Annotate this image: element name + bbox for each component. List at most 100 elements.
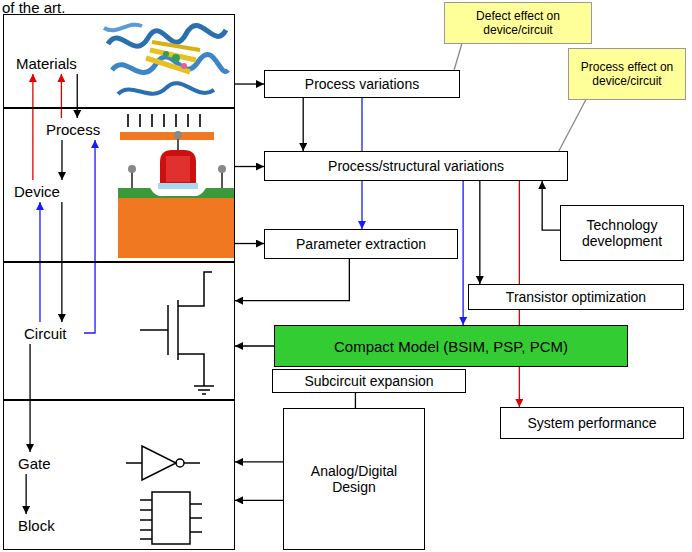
transistor-cross-section	[166, 156, 190, 182]
flow-arrow	[303, 98, 304, 151]
node-text: Analog/Digital Design	[289, 463, 419, 495]
mosfet-symbol	[140, 329, 168, 331]
node-text: Transistor optimization	[506, 289, 646, 305]
inverter-symbol	[126, 462, 142, 464]
protein-illustration	[146, 58, 190, 72]
heading-fragment: of the art.	[2, 0, 65, 16]
node-text: Technology development	[566, 217, 678, 249]
mosfet-symbol	[202, 393, 206, 395]
logic-block-symbol	[152, 492, 190, 544]
mosfet-symbol	[140, 272, 214, 394]
process-illustration	[139, 114, 141, 127]
transistor-cross-section	[160, 150, 196, 183]
transistor-cross-section	[221, 172, 223, 188]
node-text: Circuit	[24, 325, 67, 342]
flow-arrow	[29, 344, 30, 452]
node-text: Process effect on device/circuit	[574, 60, 680, 89]
level-label: Process	[44, 118, 102, 140]
level-label: Gate	[16, 452, 62, 474]
flow-arrow	[77, 74, 78, 118]
flow-arrow	[462, 181, 463, 325]
flow-arrow	[32, 74, 33, 180]
circuit-panel: Circuit	[3, 262, 235, 400]
flow-arrow	[84, 140, 95, 333]
logic-block-symbol	[190, 531, 202, 533]
node-text: Gate	[18, 455, 51, 472]
transistor-cross-section	[218, 165, 226, 173]
protein-illustration	[172, 54, 180, 62]
inverter-symbol	[142, 446, 176, 480]
process-illustration	[199, 114, 201, 127]
protein-illustration	[163, 51, 169, 57]
node-text: Parameter extraction	[296, 236, 426, 252]
inverter-symbol	[176, 459, 184, 467]
transistor-cross-section	[177, 138, 179, 150]
flow-arrow	[355, 393, 356, 408]
process-box: Subcircuit expansion	[272, 369, 466, 393]
flow-arrow	[542, 181, 560, 230]
mosfet-symbol	[194, 385, 214, 387]
node-text: Defect effect on device/circuit	[450, 9, 586, 38]
process-illustration	[151, 114, 153, 127]
callout-pointer	[559, 100, 586, 151]
level-label: Materials	[14, 52, 82, 74]
mosfet-symbol	[178, 354, 204, 386]
process-illustration	[120, 132, 214, 140]
protein-illustration	[181, 63, 187, 69]
logic-block-symbol	[190, 517, 202, 519]
protein-illustration	[118, 83, 214, 94]
transistor-cross-section	[118, 196, 234, 258]
process-illustration	[175, 114, 177, 127]
level-label: Device	[12, 180, 70, 202]
transistor-cross-section	[118, 131, 234, 258]
flow-arrow	[61, 140, 62, 180]
logic-block-symbol	[190, 503, 202, 505]
node-text: System performance	[527, 415, 656, 431]
flow-arrow	[25, 474, 26, 514]
materials-panel: Materials	[3, 14, 235, 108]
process-box: Transistor optimization	[468, 284, 684, 310]
callout-pointer	[454, 44, 462, 70]
process-box: Parameter extraction	[264, 229, 458, 259]
protein-illustration	[104, 25, 142, 31]
flow-arrow	[61, 74, 62, 118]
node-text: Device	[14, 183, 60, 200]
flow-arrow	[235, 345, 274, 346]
transistor-cross-section	[131, 172, 133, 188]
compact-model-box: Compact Model (BSIM, PSP, PCM)	[274, 325, 628, 367]
flow-arrow	[235, 243, 264, 244]
logic-block-symbol	[140, 519, 152, 521]
process-box: System performance	[500, 407, 684, 439]
mosfet-symbol	[198, 389, 210, 391]
transistor-cross-section	[174, 131, 182, 139]
flow-arrow	[479, 181, 480, 284]
process-box: Process/structural variations	[264, 151, 568, 181]
level-label: Circuit	[22, 322, 84, 344]
mosfet-symbol	[178, 272, 212, 306]
node-text: Process	[46, 121, 100, 138]
inverter-symbol	[126, 446, 200, 480]
process-box: Technology development	[560, 205, 684, 261]
mosfet-symbol	[177, 300, 179, 360]
design-box: Analog/Digital Design	[283, 408, 425, 550]
node-text: Subcircuit expansion	[304, 373, 433, 389]
transistor-cross-section	[158, 183, 198, 189]
process-illustration	[127, 114, 129, 127]
protein-illustration	[98, 17, 232, 106]
node-text: Compact Model (BSIM, PSP, PCM)	[334, 338, 568, 355]
process-box: Process variations	[264, 70, 460, 98]
logic-block-symbol	[140, 509, 152, 511]
gate-block-panel: GateBlock	[3, 400, 235, 550]
flow-arrow	[235, 500, 283, 501]
transistor-cross-section	[128, 165, 136, 173]
node-text: Block	[18, 517, 55, 534]
transistor-cross-section	[118, 188, 234, 198]
logic-block-symbol	[140, 538, 152, 540]
logic-block-symbol	[140, 499, 152, 501]
callout-box: Process effect on device/circuit	[568, 48, 686, 100]
process-illustration	[120, 114, 214, 140]
node-text: Materials	[16, 55, 77, 72]
process-device-panel: ProcessDevice	[3, 108, 235, 262]
level-label: Block	[16, 514, 62, 536]
